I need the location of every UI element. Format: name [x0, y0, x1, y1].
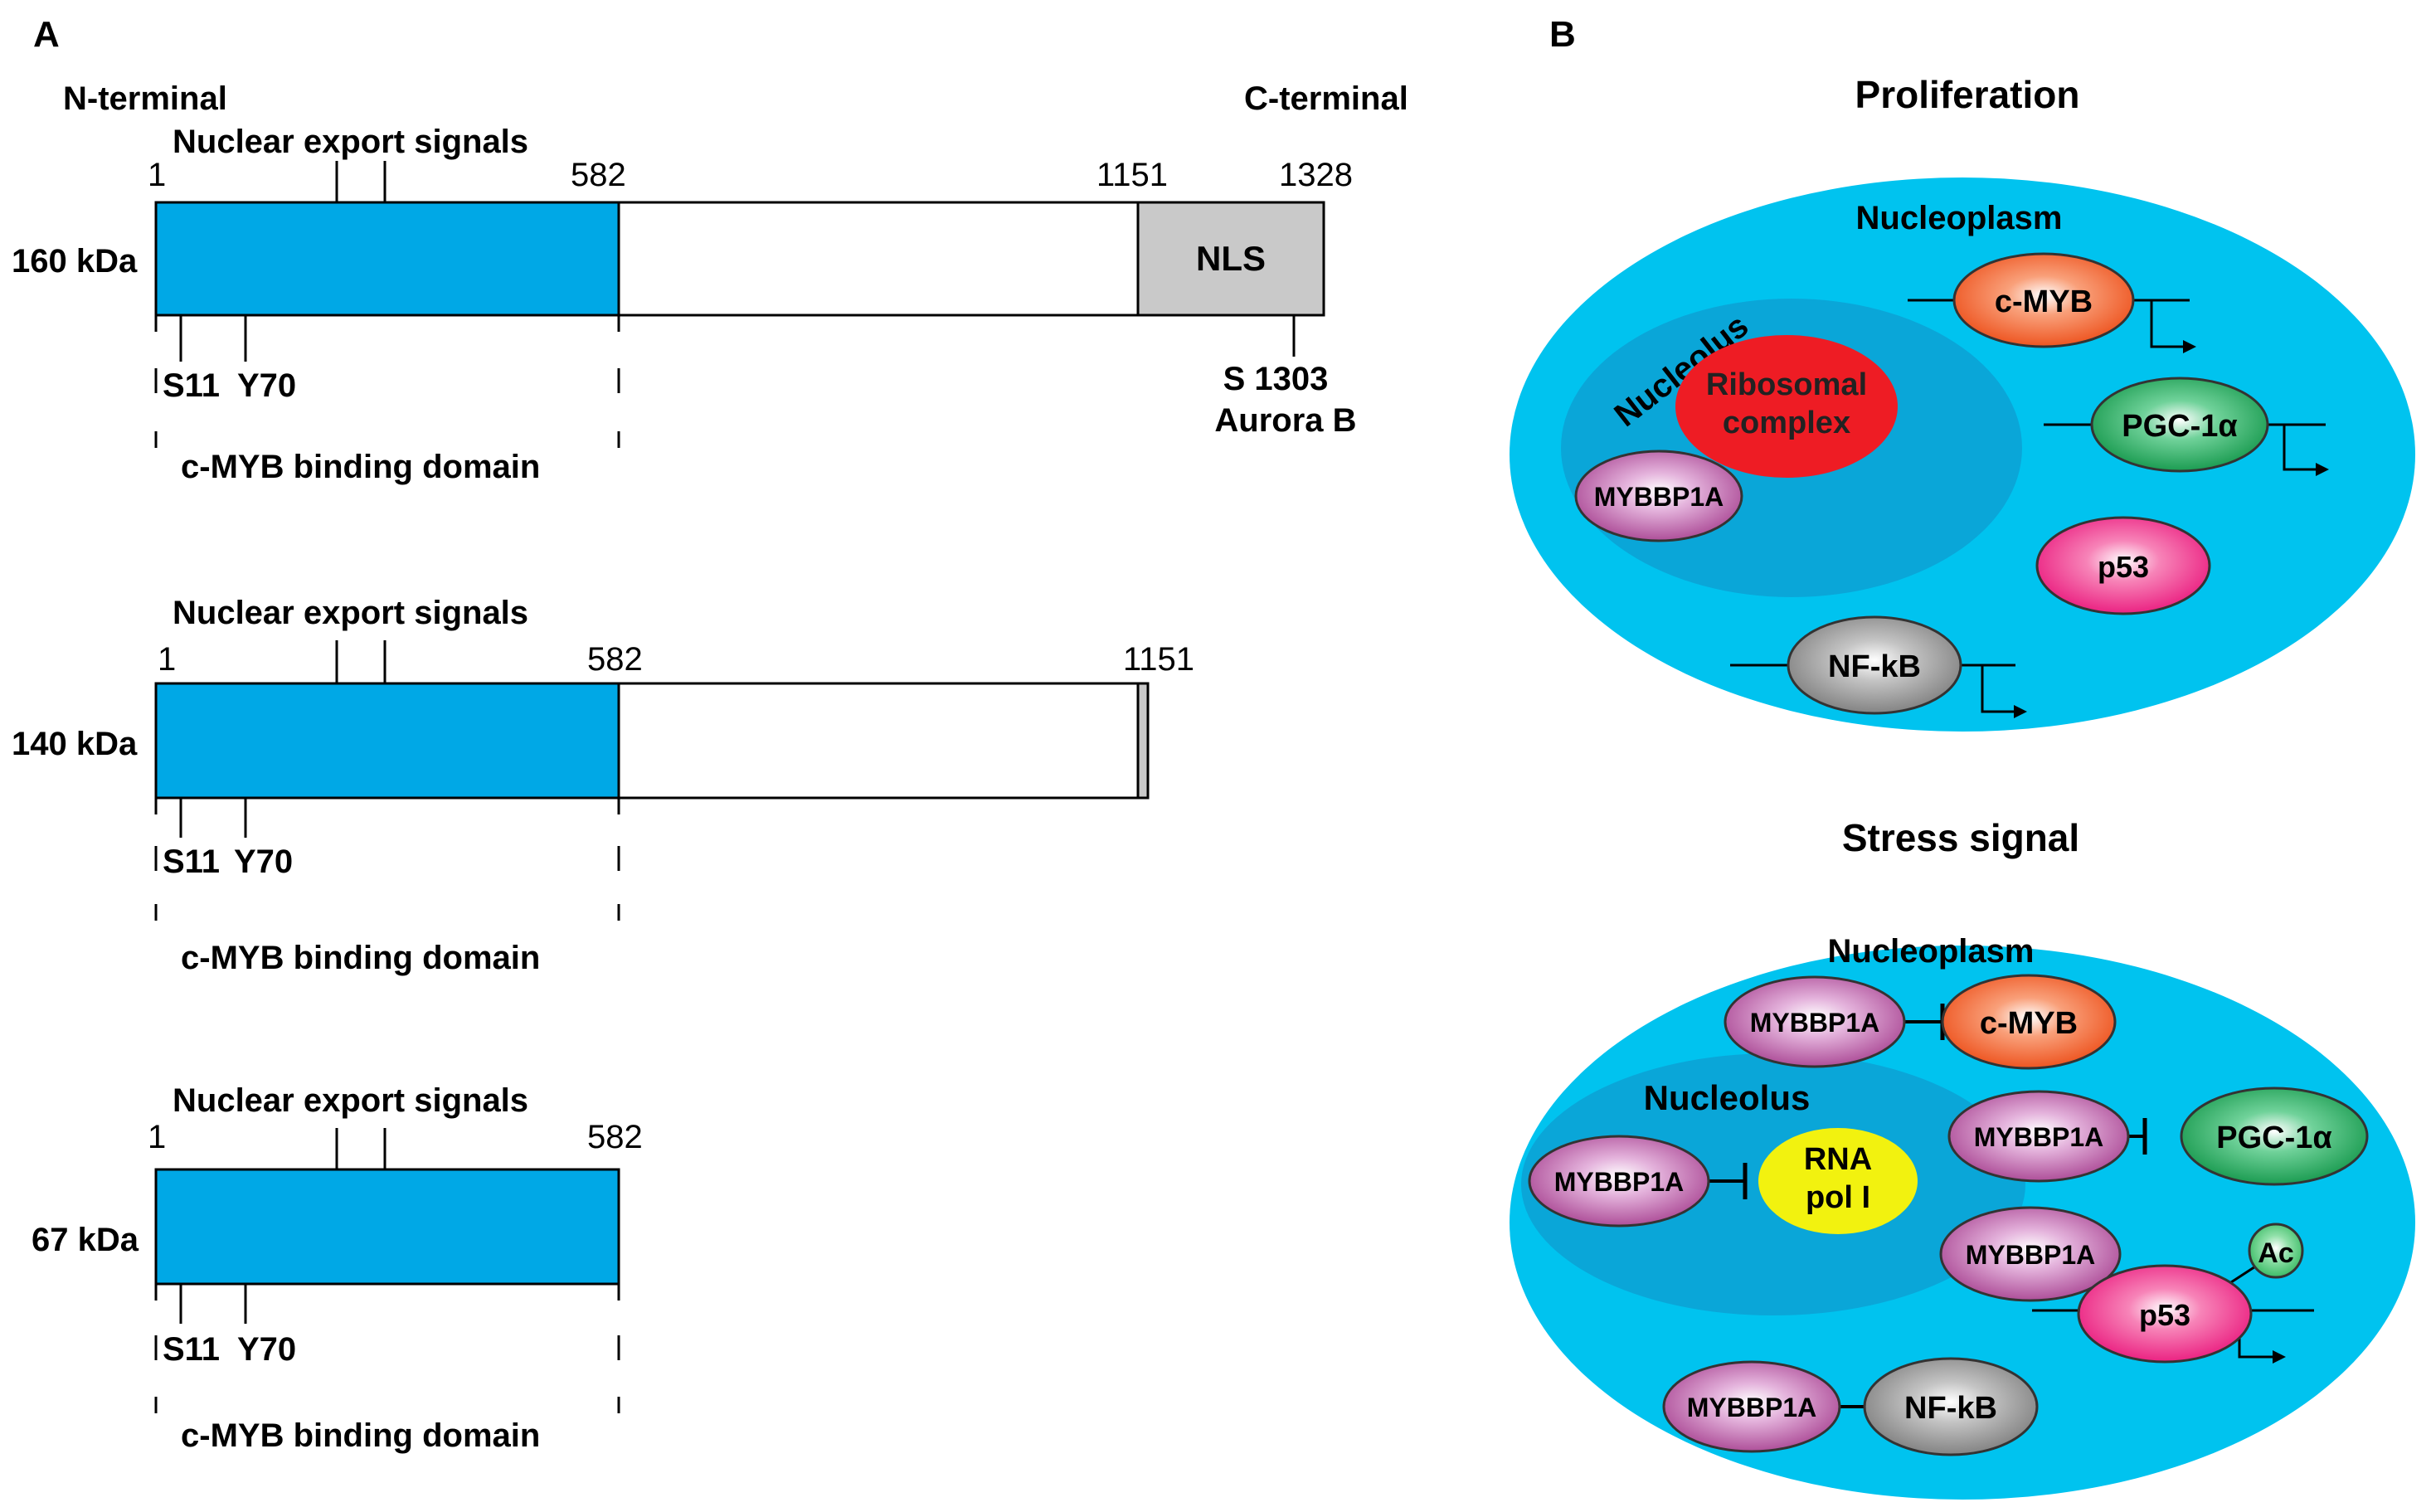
pos-1151: 1151 — [1096, 157, 1168, 193]
aurora-b-label: Aurora B — [1214, 402, 1356, 439]
rna-pol-node — [1758, 1128, 1918, 1234]
blue-domain — [154, 201, 620, 317]
stress-title: Stress signal — [1842, 816, 2079, 859]
isoform-160: Nuclear export signals 1 582 1151 1328 N… — [12, 124, 1357, 485]
ribosomal-label-2: complex — [1723, 406, 1850, 440]
nfkb-node — [1863, 1357, 2039, 1456]
y70-label: Y70 — [237, 1331, 296, 1368]
pos-1151: 1151 — [1123, 641, 1194, 678]
nls-label: NLS — [1196, 239, 1266, 278]
nucleolus-label: Nucleolus — [1644, 1078, 1811, 1117]
isoform-67: Nuclear export signals 1 582 67 kDa S11 … — [32, 1082, 643, 1454]
mybbp1a-node-pgc — [1947, 1090, 2130, 1183]
cmyb-label: c-MYB — [1980, 1006, 2078, 1041]
blue-domain — [154, 1168, 620, 1286]
p53-node — [2077, 1264, 2253, 1364]
rna-label-2: pol I — [1806, 1180, 1870, 1215]
binding-domain-label: c-MYB binding domain — [181, 449, 540, 485]
pos-582: 582 — [587, 641, 643, 678]
pgc-node — [2180, 1087, 2369, 1186]
isoform-140: Nuclear export signals 1 582 1151 140 kD… — [12, 595, 1194, 976]
pos-582: 582 — [587, 1119, 643, 1155]
c-terminal-label: C-terminal — [1244, 80, 1408, 117]
nls-domain — [1136, 201, 1325, 317]
proliferation-cell: Proliferation Nucleoplasm Nucleolus Ribo… — [1510, 73, 2415, 732]
mybbp1a-node-cmyb — [1724, 975, 1906, 1068]
s1303-label: S 1303 — [1223, 361, 1329, 397]
acetyl-node — [2248, 1223, 2304, 1279]
binding-domain-label: c-MYB binding domain — [181, 1417, 540, 1454]
binding-domain-label: c-MYB binding domain — [181, 940, 540, 976]
size-label: 67 kDa — [32, 1222, 139, 1258]
size-label: 140 kDa — [12, 726, 138, 762]
n-terminal-label: N-terminal — [63, 80, 227, 117]
pos-1: 1 — [158, 641, 176, 678]
cmyb-label: c-MYB — [1995, 284, 2093, 319]
blue-domain — [154, 682, 620, 800]
mybbp1a-node — [1574, 450, 1743, 542]
proliferation-title: Proliferation — [1855, 73, 2080, 116]
pos-1: 1 — [148, 157, 166, 193]
pgc-node — [2090, 377, 2269, 473]
pos-582: 582 — [571, 157, 626, 193]
mybbp1a-label: MYBBP1A — [1750, 1008, 1879, 1038]
nes-label: Nuclear export signals — [173, 124, 528, 160]
nucleoplasm-label: Nucleoplasm — [1856, 200, 2063, 236]
nfkb-node — [1787, 615, 1962, 715]
nfkb-label: NF-kB — [1828, 649, 1921, 684]
s11-label: S11 — [163, 1331, 220, 1368]
s11-label: S11 — [163, 844, 220, 880]
mybbp1a-node-nfkb — [1662, 1360, 1841, 1453]
mybbp1a-label: MYBBP1A — [1554, 1167, 1684, 1197]
pgc-label: PGC-1α — [2216, 1121, 2332, 1155]
panel-b-label: B — [1549, 14, 1576, 55]
mybbp1a-node-rna — [1528, 1135, 1710, 1228]
y70-label: Y70 — [237, 367, 296, 404]
p53-label: p53 — [2098, 550, 2149, 584]
cmyb-node — [1941, 974, 2117, 1070]
nes-label: Nuclear export signals — [173, 1082, 528, 1119]
tail-stub — [1136, 682, 1150, 800]
middle-region — [617, 201, 1140, 317]
panel-a-label: A — [33, 14, 60, 55]
mybbp1a-label: MYBBP1A — [1687, 1393, 1816, 1422]
nucleoplasm-label: Nucleoplasm — [1828, 933, 2035, 970]
ac-label: Ac — [2258, 1237, 2293, 1269]
y70-label: Y70 — [234, 844, 293, 880]
middle-region — [617, 682, 1140, 800]
ribosomal-complex — [1675, 335, 1898, 478]
pgc-label: PGC-1α — [2122, 409, 2238, 444]
pos-1: 1 — [148, 1119, 166, 1155]
mybbp1a-node-p53 — [1939, 1206, 2122, 1302]
ribosomal-label-1: Ribosomal — [1706, 367, 1867, 402]
cmyb-node — [1952, 252, 2135, 348]
mybbp1a-label: MYBBP1A — [1974, 1122, 2103, 1152]
stress-cell: Stress signal Nucleoplasm Nucleolus c-MY… — [1510, 816, 2415, 1500]
s11-label: S11 — [163, 367, 220, 404]
mybbp1a-label: MYBBP1A — [1594, 482, 1724, 512]
nes-label: Nuclear export signals — [173, 595, 528, 631]
p53-label: p53 — [2139, 1298, 2190, 1332]
nfkb-label: NF-kB — [1904, 1391, 1997, 1426]
rna-label-1: RNA — [1804, 1142, 1872, 1177]
mybbp1a-label: MYBBP1A — [1966, 1240, 2095, 1270]
p53-node — [2035, 516, 2211, 615]
size-label: 160 kDa — [12, 243, 138, 280]
pos-1328: 1328 — [1279, 157, 1353, 193]
